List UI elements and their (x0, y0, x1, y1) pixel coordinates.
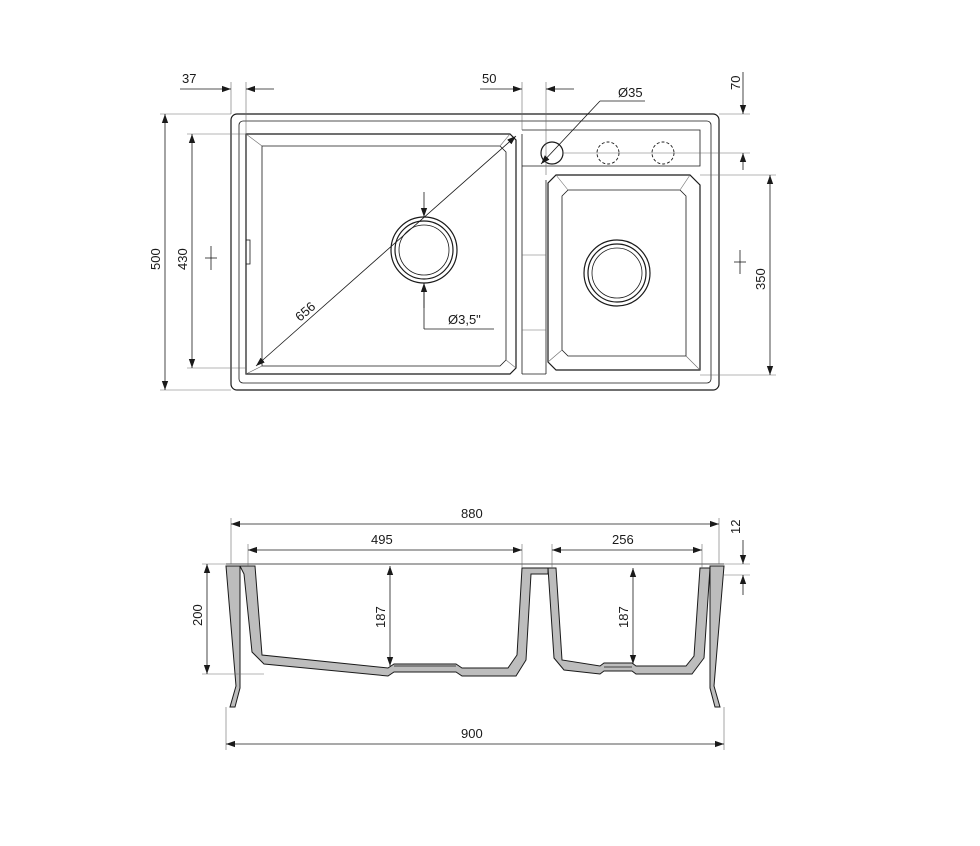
dim-495: 495 (247, 532, 523, 568)
dim-drain: Ø3,5" (420, 192, 494, 330)
dim-187-left-label: 187 (373, 606, 388, 628)
sink-outer-rim (230, 113, 720, 391)
small-bowl (547, 174, 701, 371)
small-drain (583, 239, 651, 307)
bowl-divider (521, 134, 547, 375)
dim-12: 12 (724, 520, 750, 595)
dim-70: 70 (563, 72, 750, 170)
left-outer-wall (225, 565, 241, 708)
dim-256: 256 (551, 532, 703, 568)
dim-50-label: 50 (482, 71, 496, 86)
section-view: 880 495 256 12 (190, 506, 750, 750)
dim-tap-hole-label: Ø35 (618, 85, 643, 100)
dim-70-label: 70 (728, 76, 743, 90)
dim-430-label: 430 (175, 248, 190, 270)
dim-37: 37 (180, 71, 274, 134)
dim-500: 500 (148, 113, 231, 391)
overflow-slot (245, 239, 251, 265)
dim-37-label: 37 (182, 71, 196, 86)
large-drain (390, 216, 458, 284)
dim-256-label: 256 (612, 532, 634, 547)
dim-500-label: 500 (148, 248, 163, 270)
large-bowl (245, 133, 517, 375)
dim-187-left: 187 (373, 566, 394, 666)
dim-tap-hole: Ø35 (540, 85, 645, 165)
dim-900-label: 900 (461, 726, 483, 741)
dim-656: 656 (255, 135, 517, 367)
dim-900: 900 (225, 707, 725, 750)
dim-200-label: 200 (190, 604, 205, 626)
dim-350: 350 (700, 174, 776, 376)
dim-200: 200 (190, 563, 264, 675)
dim-880-label: 880 (461, 506, 483, 521)
dim-187-right: 187 (616, 568, 637, 664)
dim-50: 50 (480, 71, 574, 175)
tap-deck (522, 129, 701, 167)
top-view: 37 50 70 Ø35 5 (148, 71, 776, 391)
dim-880: 880 (230, 506, 720, 564)
small-bowl-section (547, 567, 711, 675)
dim-187-right-label: 187 (616, 606, 631, 628)
dim-350-label: 350 (753, 268, 768, 290)
dim-430: 430 (175, 133, 246, 369)
dim-495-label: 495 (371, 532, 393, 547)
right-outer-wall (709, 565, 725, 708)
sink-inner-rim (238, 120, 712, 384)
large-bowl-section (239, 565, 549, 677)
dim-drain-label: Ø3,5" (448, 312, 481, 327)
dim-656-label: 656 (292, 299, 318, 325)
dim-12-label: 12 (728, 520, 743, 534)
